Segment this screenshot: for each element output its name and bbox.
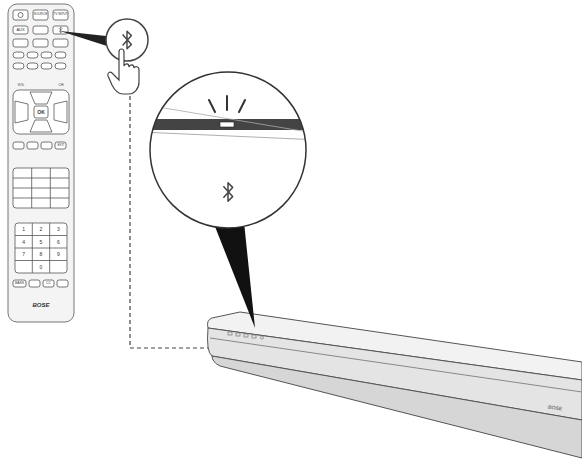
remote — [8, 4, 74, 322]
button-label: VOL — [17, 84, 24, 88]
key-number: 6 — [57, 239, 60, 244]
key-number: 8 — [40, 252, 43, 257]
button-label: EXIT — [57, 144, 64, 147]
key-number: 9 — [57, 252, 60, 257]
key-number: 7 — [22, 252, 25, 257]
button-label: OK — [37, 110, 45, 115]
button-label: CH — [58, 84, 63, 88]
button-label: SOURCE — [34, 13, 48, 16]
button-label: AUX — [16, 28, 24, 32]
brand-logo: BOSE — [32, 302, 49, 308]
key-number: 3 — [57, 227, 60, 232]
key-number: 4 — [22, 239, 25, 244]
button-label: TV INPUT — [53, 13, 68, 16]
button-label: BASS — [15, 282, 24, 285]
soundbar — [208, 312, 582, 458]
key-number: 2 — [40, 227, 43, 232]
key-number: 1 — [22, 227, 25, 232]
key-number: 5 — [40, 239, 43, 244]
button-label: CC — [46, 282, 51, 285]
key-number: 0 — [40, 264, 43, 269]
